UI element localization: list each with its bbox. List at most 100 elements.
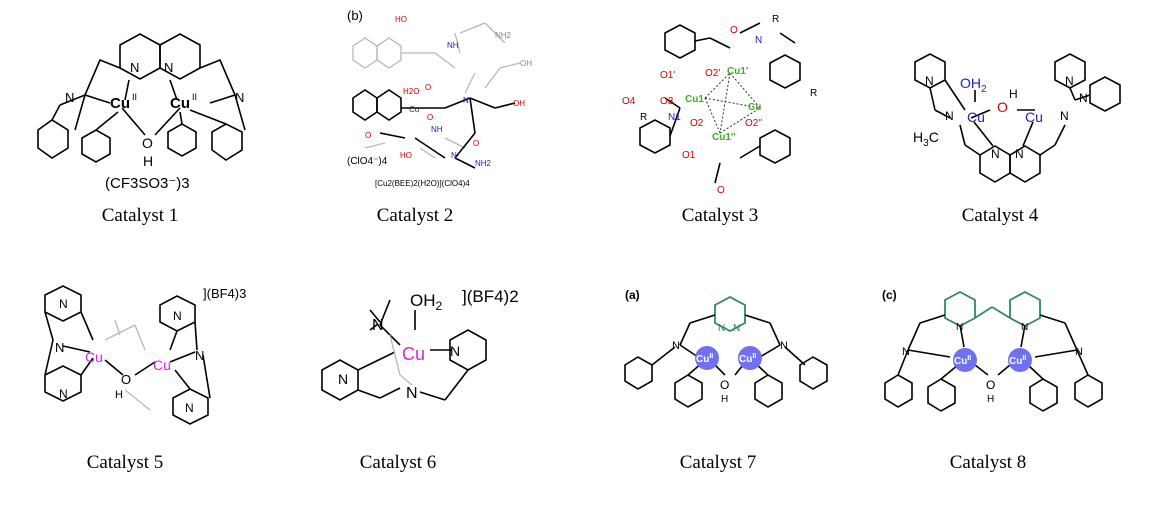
atom-oh: OH — [520, 59, 532, 68]
atom-n: N — [59, 387, 68, 401]
counterion-label: (CF3SO3⁻)3 — [105, 175, 190, 192]
atom-cu1: Cu — [110, 95, 130, 112]
atom-r: R — [810, 88, 817, 99]
atom-n: N — [450, 343, 460, 359]
atom-oh2: OH2 — [410, 291, 443, 313]
atom-n: N — [991, 147, 1000, 161]
atom-n: N — [406, 385, 418, 402]
atom-o: O — [142, 135, 153, 151]
atom-cu: CuII — [954, 355, 971, 367]
atom-nh: NH — [447, 41, 459, 50]
catalyst-7-caption: Catalyst 7 — [679, 452, 757, 473]
catalyst-1-caption: Catalyst 1 — [101, 205, 179, 226]
atom-o: O — [427, 113, 433, 122]
atom-o: O — [730, 25, 738, 36]
catalyst-8-caption: Catalyst 8 — [949, 452, 1027, 473]
atom-oh2: OH2 — [960, 75, 987, 95]
atom-ho: HO — [395, 15, 407, 24]
atom-cu: CuII — [1009, 355, 1026, 367]
atom-n: N — [733, 323, 740, 334]
atom-h: H — [1009, 87, 1018, 101]
atom-n: N — [956, 322, 963, 333]
atom-n: N — [672, 340, 680, 352]
atom-n: N — [372, 317, 384, 334]
counterion-label: ](BF4)2 — [462, 287, 519, 306]
cu-sphere — [1008, 348, 1032, 372]
atom-o: O — [425, 83, 431, 92]
atom-nh2: NH2 — [475, 159, 492, 168]
catalyst-6-caption: Catalyst 6 — [359, 452, 437, 473]
ox-state: II — [192, 92, 197, 102]
atom-cu1p: Cu1' — [727, 66, 748, 77]
atom-n: N — [1015, 147, 1024, 161]
atom-h3c: H3C — [913, 129, 939, 149]
atom-h2o: H2O — [403, 87, 419, 96]
atom-n: N — [1065, 74, 1074, 88]
atom-cu: Cu — [748, 102, 761, 113]
atom-n: N — [945, 109, 954, 123]
catalyst-8-structure: (c) CuII — [882, 288, 1103, 412]
atom-o: O — [717, 185, 725, 196]
atom-n: N — [463, 96, 469, 105]
atom-r: R — [640, 112, 647, 123]
atom-n1: N1 — [668, 112, 681, 123]
atom-cu1pp: Cu1'' — [712, 132, 736, 143]
catalyst-5-caption: Catalyst 5 — [86, 452, 164, 473]
atom-h: H — [987, 394, 994, 405]
atom-o: O — [121, 372, 131, 387]
atom-o: O — [997, 99, 1008, 115]
atom-nh2: NH2 — [495, 31, 512, 40]
atom-o: O — [986, 378, 995, 392]
atom-r: R — [772, 14, 779, 25]
atom-cu1: Cu — [967, 109, 985, 125]
catalyst-7-structure: (a) CuII CuII O H N N N — [624, 288, 828, 408]
catalyst-1-structure: N N N N Cu II Cu II O H (CF3SO3⁻)3 — [37, 33, 246, 192]
atom-oh: OH — [513, 99, 525, 108]
catalyst-4-structure: OH2 N Cu O H Cu N N H3C N N N N — [913, 53, 1121, 183]
atom-nh: NH — [431, 125, 443, 134]
atom-n: N — [451, 151, 457, 160]
catalyst-3-structure: O2' Cu1' O1' O4 O3 Cu1 N1 O2 Cu1'' O2'' … — [622, 14, 817, 196]
atom-cu: CuII — [696, 353, 713, 365]
atom-n: N — [55, 340, 64, 355]
atom-ho: HO — [400, 151, 412, 160]
atom-cu1: Cu1 — [685, 94, 704, 105]
atom-n: N — [902, 346, 910, 358]
atom-cu: Cu — [402, 344, 425, 364]
atom-n: N — [195, 348, 204, 363]
panel-tag: (b) — [347, 8, 363, 23]
atom-n: N — [185, 401, 194, 415]
atom-n: N — [1021, 322, 1028, 333]
atom-cu1: Cu — [85, 349, 103, 365]
cu-sphere — [695, 346, 719, 370]
atom-n: N — [59, 297, 68, 311]
catalyst-6-structure: OH2 N Cu N N N ](BF4)2 — [321, 287, 519, 402]
atom-n: N — [1079, 91, 1088, 105]
counterion-label: (ClO4⁻)4 — [347, 156, 388, 167]
atom-o1: O1 — [682, 150, 696, 161]
atom-n: N — [755, 35, 762, 46]
cu-sphere — [953, 348, 977, 372]
atom-o2pp: O2'' — [745, 118, 762, 129]
atom-cu2: Cu — [170, 95, 190, 112]
atom-o2: O2 — [690, 118, 704, 129]
catalyst-2-structure: (b) — [347, 8, 532, 188]
atom-cu: CuII — [739, 353, 756, 365]
atom-n: N — [164, 60, 173, 75]
atom-o4: O4 — [622, 96, 636, 107]
catalyst-3-caption: Catalyst 3 — [681, 205, 759, 226]
atom-h: H — [721, 394, 728, 405]
atom-n: N — [1075, 346, 1083, 358]
ox-state: II — [132, 92, 137, 102]
atom-n: N — [235, 90, 244, 105]
atom-cu2: Cu — [153, 357, 171, 373]
atom-n: N — [65, 90, 74, 105]
atom-n: N — [338, 371, 348, 387]
panel-tag: (a) — [625, 288, 640, 302]
atom-n: N — [1060, 109, 1069, 123]
atom-o: O — [365, 131, 371, 140]
panel-tag: (c) — [882, 288, 897, 302]
atom-h: H — [143, 153, 153, 169]
atom-cu2: Cu — [1025, 109, 1043, 125]
